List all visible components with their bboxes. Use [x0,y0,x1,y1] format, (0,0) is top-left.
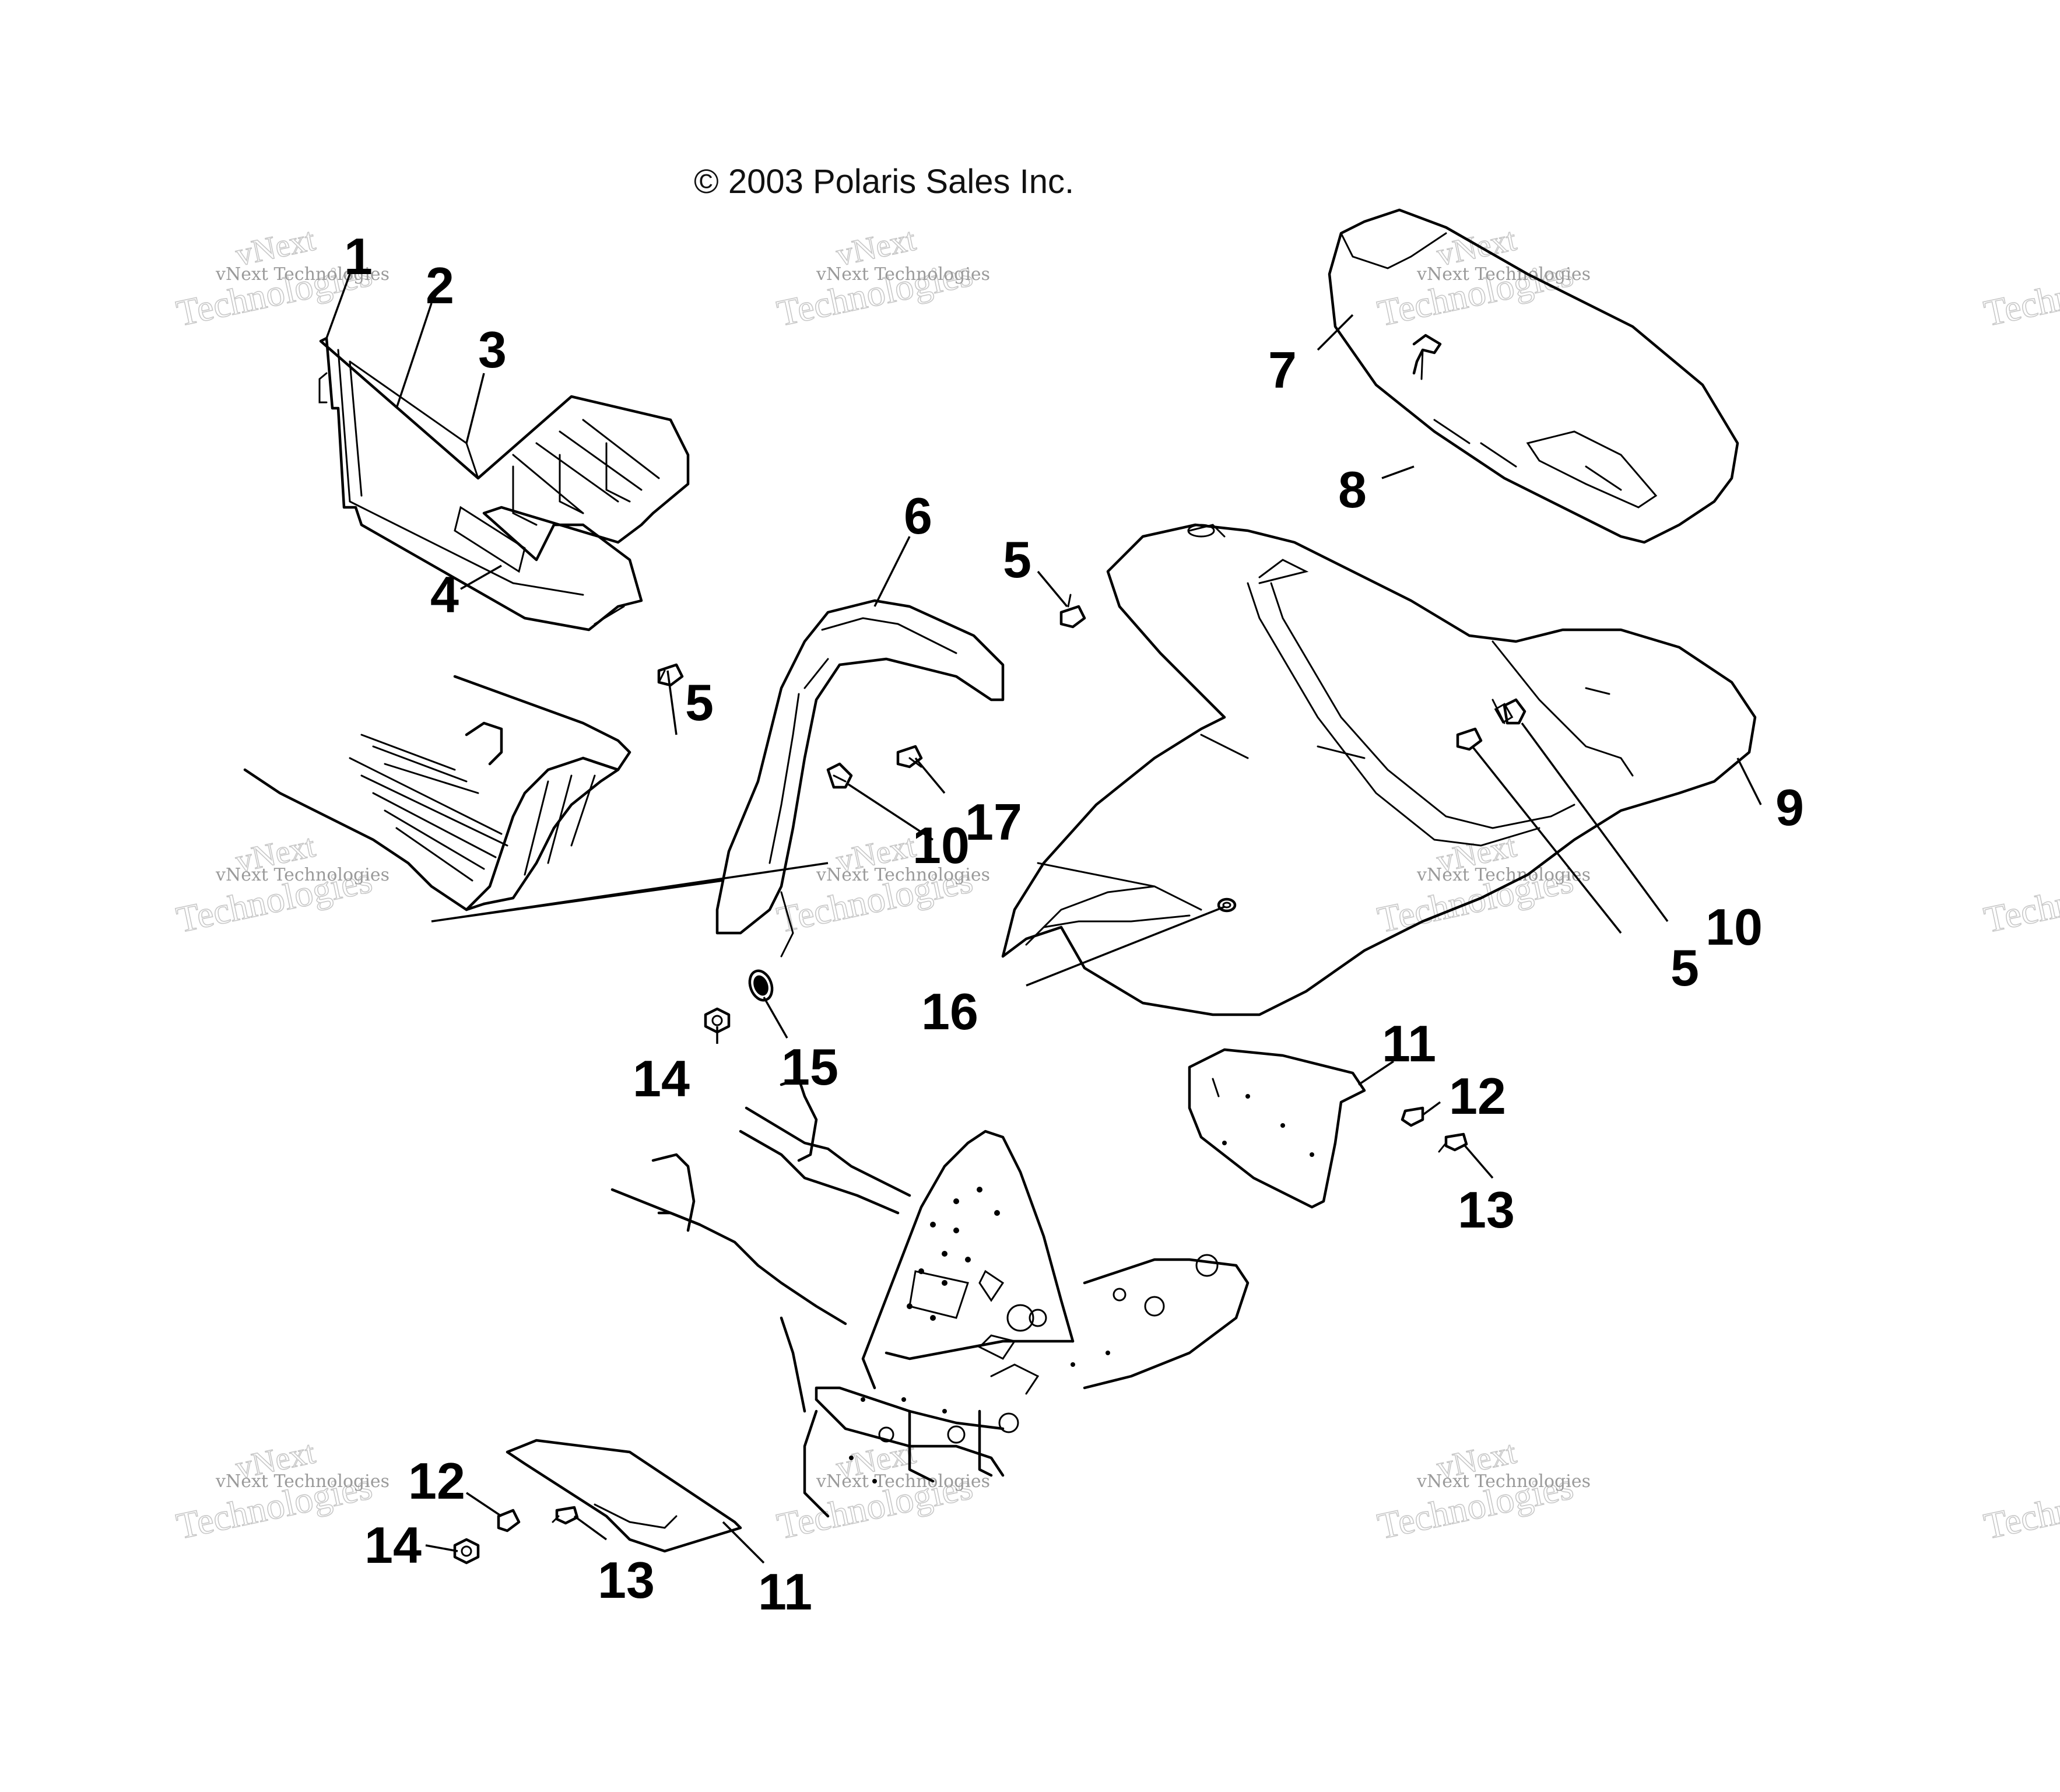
clip-10-right [1503,698,1526,725]
callout-11-lower: 11 [758,1563,812,1621]
callout-4: 4 [430,566,459,623]
watermark-label: vNext Technologies [215,1471,389,1492]
screw-12-right [1401,1106,1424,1127]
bolt-17 [896,745,923,769]
washer-15 [748,969,774,1002]
svg-text:Technologies: Technologies [1980,859,2060,941]
svg-text:Technologies: Technologies [1980,253,2060,334]
callout-5-right: 5 [1671,939,1699,997]
callout-15: 15 [781,1038,838,1096]
watermark-label: vNext Technologies [215,865,389,885]
fastener-5-left [657,663,684,687]
screw-13-right [1438,1132,1468,1153]
callout-11-upper: 11 [1382,1015,1436,1072]
callout-14-upper: 14 [633,1050,690,1107]
footrest-floorboard [243,675,829,923]
callout-13-right: 13 [1458,1181,1515,1239]
callout-8: 8 [1338,461,1367,518]
fastener-5-top [1059,594,1086,629]
leader-lines [325,273,1762,1564]
watermark: Technologies [1980,252,2060,335]
watermark-label: vNext Technologies [1416,865,1591,885]
fastener-5-right [1456,727,1483,751]
callout-12-right: 12 [1449,1067,1506,1125]
callout-14-lower: 14 [364,1516,422,1574]
watermark-label: vNext Technologies [215,264,389,285]
clip-10-left [826,762,853,789]
callout-6: 6 [904,487,932,545]
screw-12-lower [497,1509,521,1533]
screw-13-lower [552,1506,579,1525]
callout-5-top: 5 [1003,531,1031,588]
callout-labels: 1 2 3 4 5 5 5 6 7 8 9 10 10 11 11 12 12 … [344,227,1804,1621]
callout-17: 17 [965,793,1022,851]
nut-14-lower [453,1538,480,1565]
heat-shield-upper [1188,1048,1366,1209]
seat [1328,208,1739,544]
callout-3: 3 [478,321,507,378]
callout-12-lower: 12 [408,1452,465,1510]
callout-5-left: 5 [685,674,714,731]
rear-cover-panel [318,336,690,632]
callout-10-left: 10 [913,816,970,874]
rear-fender [1001,523,1757,1016]
callout-7: 7 [1268,341,1297,399]
watermark-label: vNext Technologies [1416,264,1591,285]
watermark-label: vNext Technologies [1416,1471,1591,1492]
fender-extension [715,599,1005,958]
watermark-label: vNext Technologies [816,865,990,885]
grommet-16 [1217,897,1237,913]
watermark-label: vNext Technologies [816,264,990,285]
watermark-layer: vNext Technologies vNext Technologies vN… [173,221,2060,1548]
watermark: Technologies [1980,1465,2060,1548]
callout-9: 9 [1775,778,1804,836]
svg-text:Technologies: Technologies [1980,1465,2060,1547]
skid-plate-lower [506,1439,742,1553]
nut-14-upper [704,1007,731,1034]
copyright-notice: © 2003 Polaris Sales Inc. [694,163,1075,201]
callout-13-lower: 13 [598,1551,655,1609]
watermark-label: vNext Technologies [816,1471,990,1492]
seat-latch [1412,334,1442,380]
callout-16: 16 [921,983,978,1040]
chassis-frame [610,1077,1250,1518]
callout-2: 2 [426,257,454,314]
callout-1: 1 [344,227,373,285]
callout-10-right: 10 [1705,898,1763,956]
watermark: Technologies [1980,858,2060,941]
